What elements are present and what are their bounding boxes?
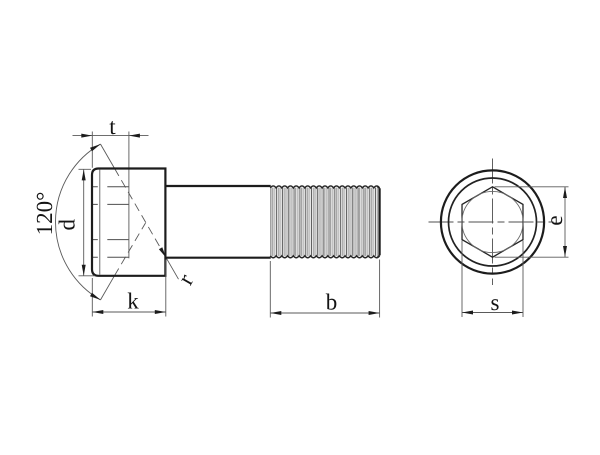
head-outer-circle [439, 169, 546, 275]
hex-socket-outline [461, 186, 524, 258]
dim-b-label: b [326, 290, 338, 315]
dim-k-label: k [127, 289, 139, 314]
end-view: e s [428, 158, 569, 317]
dimension-arrowheads [81, 133, 567, 315]
dim-d-label: d [55, 219, 80, 231]
hex-socket-hidden-lines [92, 186, 129, 258]
dim-s-label: s [491, 290, 500, 315]
dim-b: b [269, 259, 381, 318]
dim-e-label: e [542, 215, 567, 225]
cone-construction-lines [100, 143, 179, 301]
dim-d: d [55, 168, 95, 277]
dim-k: k [91, 259, 167, 317]
dim-t-label: t [109, 114, 116, 139]
dim-e: e [494, 186, 569, 258]
shank-outline [165, 184, 271, 259]
screw-head-outline [90, 167, 167, 277]
dim-angle-label: 120° [32, 192, 57, 236]
thread-section [269, 185, 381, 259]
head-chamfer-circle [447, 177, 538, 267]
cone-angle-arc [55, 143, 101, 301]
socket-cone-circle [461, 190, 524, 254]
